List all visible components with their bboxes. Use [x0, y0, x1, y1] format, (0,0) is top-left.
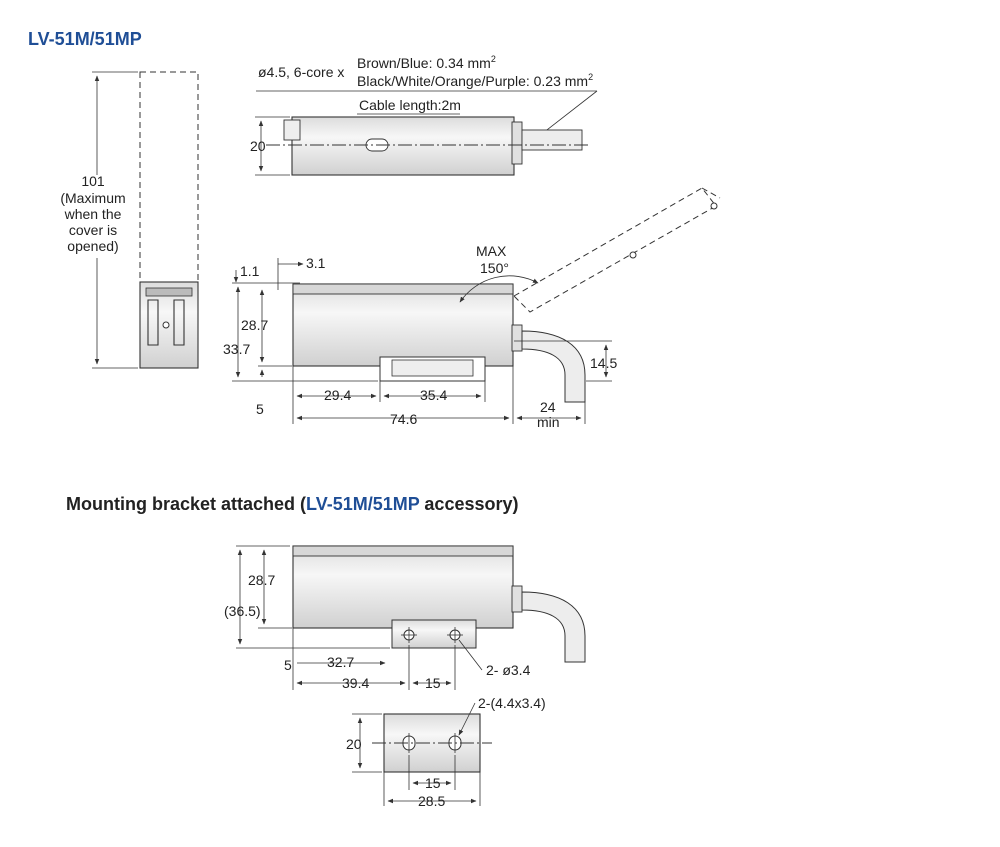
cable-line-2-sup: 2: [588, 72, 593, 82]
side-5: 5: [256, 401, 264, 417]
bracket-plate-15: 15: [425, 775, 441, 791]
front-height-note-2: when the: [64, 206, 122, 222]
cable-spec: ø4.5, 6-core x: [258, 64, 344, 80]
cable-length: Cable length:2m: [359, 97, 461, 113]
cable-line-2: Black/White/Orange/Purple: 0.23 mm2: [357, 72, 593, 89]
page-title: LV-51M/51MP: [28, 29, 142, 49]
top-view: 20: [250, 116, 590, 176]
bracket-attached-view: 28.7 (36.5) 5 32.7 39.4 15 2- ø3.4: [224, 545, 586, 691]
bracket-36-5: (36.5): [224, 603, 261, 619]
side-3-1: 3.1: [306, 255, 326, 271]
cover-angle-value: 150°: [480, 260, 509, 276]
side-24: 24: [540, 399, 556, 415]
bracket-39-4: 39.4: [342, 675, 369, 691]
bracket-32-7: 32.7: [327, 654, 354, 670]
front-height-value: 101: [81, 173, 105, 189]
front-height-note-3: cover is: [69, 222, 117, 238]
side-14-5: 14.5: [590, 355, 617, 371]
side-1-1: 1.1: [240, 263, 260, 279]
cable-annotation: ø4.5, 6-core x Brown/Blue: 0.34 mm2 Blac…: [256, 54, 598, 141]
side-view: MAX 150° 33.7 28.7 5 1.1 3.1 29.4 35.4 7…: [223, 187, 721, 430]
bracket-plate-28-5: 28.5: [418, 793, 445, 809]
side-35-4: 35.4: [420, 387, 447, 403]
bracket-5: 5: [284, 657, 292, 673]
front-height-note-4: opened): [67, 238, 118, 254]
front-view: 101 (Maximum when the cover is opened): [60, 71, 199, 369]
bracket-plate-view: 2-(4.4x3.4) 20 15 28.5: [346, 695, 546, 809]
side-33-7: 33.7: [223, 341, 250, 357]
bracket-heading: Mounting bracket attached (LV-51M/51MP a…: [66, 494, 519, 514]
side-74-6: 74.6: [390, 411, 417, 427]
bracket-15: 15: [425, 675, 441, 691]
cable-line-1: Brown/Blue: 0.34 mm2: [357, 54, 496, 71]
side-min: min: [537, 414, 560, 430]
bracket-plate-20: 20: [346, 736, 362, 752]
cover-angle-max: MAX: [476, 243, 507, 259]
bracket-28-7: 28.7: [248, 572, 275, 588]
bracket-hole-label: 2- ø3.4: [486, 662, 531, 678]
bracket-slot-label: 2-(4.4x3.4): [478, 695, 546, 711]
side-29-4: 29.4: [324, 387, 351, 403]
side-28-7: 28.7: [241, 317, 268, 333]
cable-line-1-sup: 2: [491, 54, 496, 64]
top-width-label: 20: [250, 138, 266, 154]
front-height-note-1: (Maximum: [60, 190, 125, 206]
